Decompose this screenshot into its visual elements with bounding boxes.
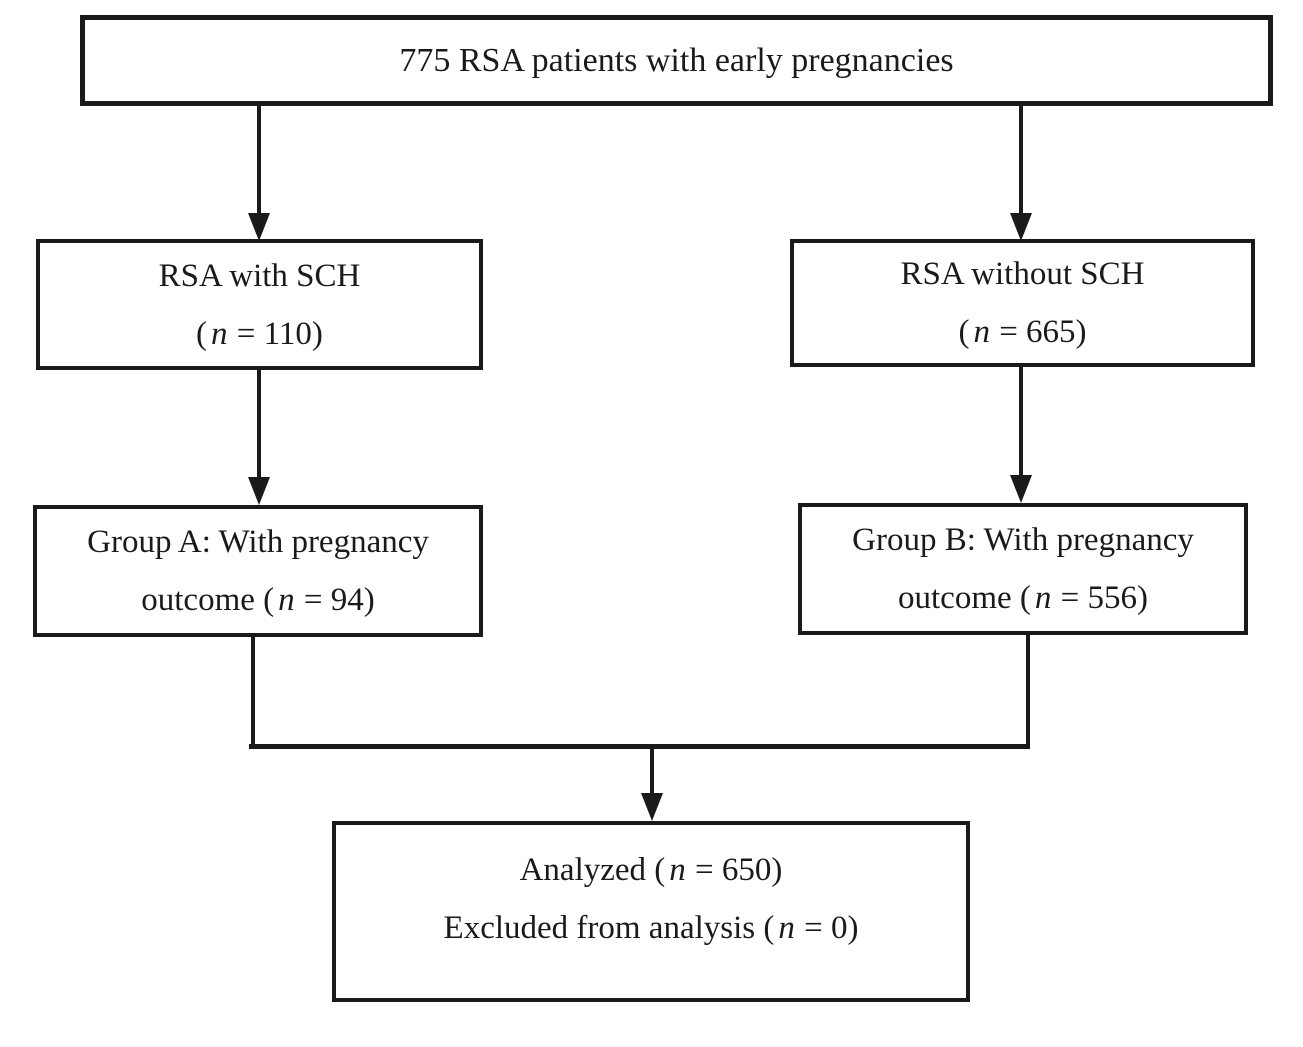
node-analyzed-line2: Excluded from analysis (n = 0) [444,899,859,957]
count-open-paren: ( [196,315,208,352]
node-total-patients: 775 RSA patients with early pregnancies [80,15,1273,106]
arrow-shaft [257,370,261,477]
arrow-shaft [1019,367,1023,475]
count-value: = 650) [686,852,783,888]
analyzed-prefix: Analyzed ( [519,852,666,888]
arrow-shaft [650,749,654,793]
node-rsa-without-sch-title: RSA without SCH [900,256,1145,292]
excluded-prefix: Excluded from analysis ( [443,910,775,946]
count-open-paren: ( [958,314,970,350]
count-prefix: outcome ( [141,582,275,618]
count-n-symbol: n [278,582,295,618]
merge-horizontal-line [249,744,1030,749]
node-analyzed-line1: Analyzed (n = 650) [520,841,783,899]
node-group-b-title: Group B: With pregnancy [852,522,1194,558]
node-group-a-count: outcome (n = 94) [141,571,374,629]
node-group-a: Group A: With pregnancy outcome (n = 94) [33,505,483,637]
node-rsa-without-sch: RSA without SCH (n = 665) [790,239,1255,367]
arrow-head-icon [1010,213,1032,241]
count-n-symbol: n [973,314,990,350]
count-n-symbol: n [669,852,686,888]
arrow-head-icon [248,213,270,241]
arrow-head-icon [1010,475,1032,503]
count-value: = 665) [990,314,1087,350]
count-value: = 94) [295,582,375,618]
node-group-b-count: outcome (n = 556) [898,569,1148,627]
count-value: = 110) [228,315,323,352]
node-rsa-with-sch-count: (n = 110) [196,305,323,363]
arrow-shaft [257,106,261,213]
count-value: = 0) [795,910,859,946]
node-rsa-with-sch: RSA with SCH (n = 110) [36,239,483,370]
node-analyzed: Analyzed (n = 650) Excluded from analysi… [332,821,970,1002]
node-rsa-without-sch-count: (n = 665) [958,303,1086,361]
arrow-head-icon [641,793,663,821]
count-prefix: outcome ( [898,580,1031,616]
arrow-shaft [1019,106,1023,213]
count-n-symbol: n [1034,580,1052,616]
node-total-patients-text: 775 RSA patients with early pregnancies [399,41,954,79]
node-group-b: Group B: With pregnancy outcome (n = 556… [798,503,1248,635]
arrow-head-icon [248,477,270,505]
count-n-symbol: n [778,910,795,946]
node-group-a-title: Group A: With pregnancy [87,524,429,560]
merge-right-line [1026,635,1030,747]
merge-left-line [251,637,255,747]
count-value: = 556) [1052,580,1148,616]
node-rsa-with-sch-title: RSA with SCH [158,257,361,294]
count-n-symbol: n [211,315,228,352]
